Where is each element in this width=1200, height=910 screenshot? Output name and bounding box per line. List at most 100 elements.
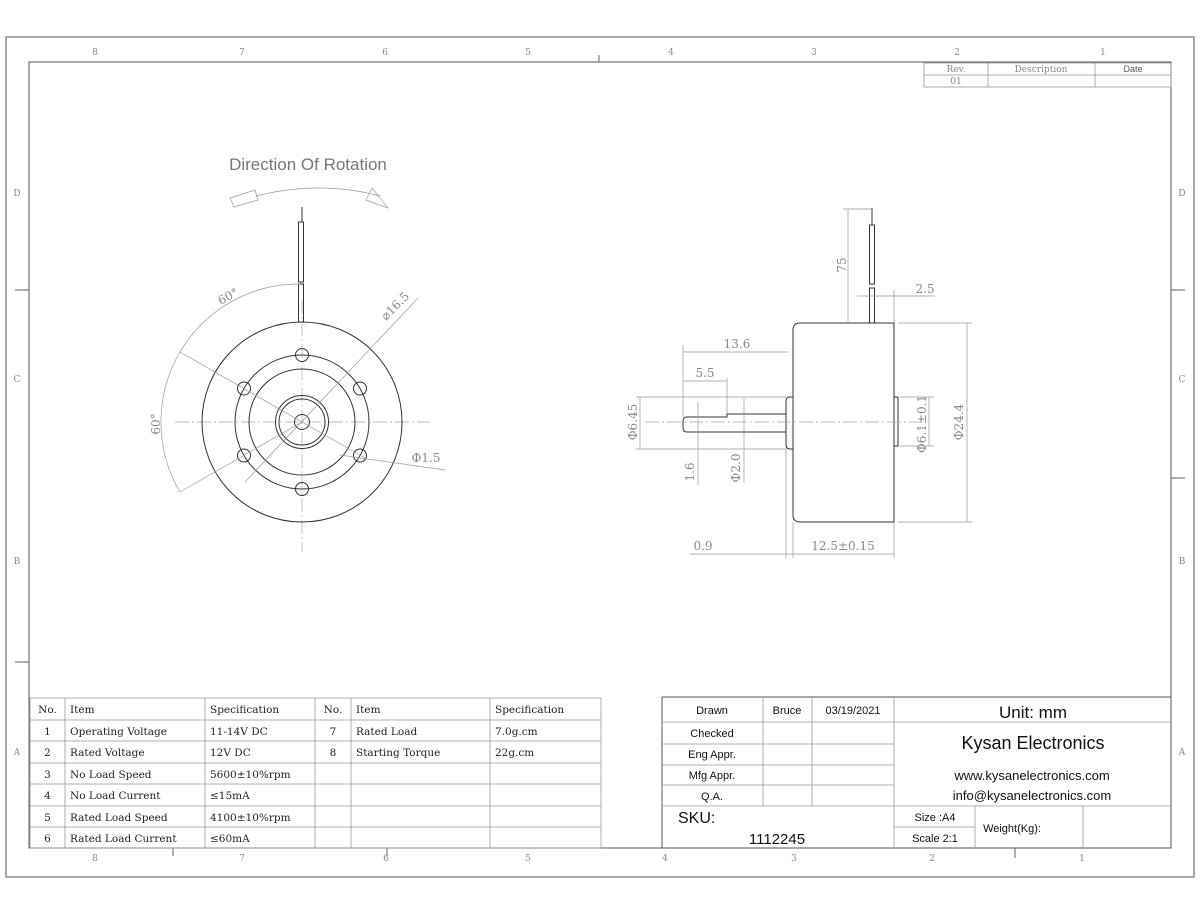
zone-label: A (13, 748, 21, 758)
spec-no: 7 (330, 726, 337, 738)
company-email: info@kysanelectronics.com (953, 788, 1111, 803)
sku-value: 1112245 (749, 831, 805, 848)
spec-item: Rated Load Speed (70, 812, 168, 824)
pcd-label: ⌀16.5 (378, 289, 412, 323)
spec-header: Item (70, 704, 95, 716)
spec-no: 1 (44, 726, 51, 738)
shaft (294, 414, 310, 430)
zone-label: 8 (92, 854, 98, 864)
spec-item: Rated Load (356, 726, 417, 738)
spec-no: 4 (44, 790, 51, 802)
zone-label: D (13, 189, 20, 199)
body-dia-dim: Φ24.4 (952, 403, 966, 440)
rotation-arrow-icon (229, 187, 390, 209)
outer-border (5, 36, 1195, 878)
zone-label: 1 (1079, 854, 1085, 864)
description-header: Description (1015, 65, 1068, 75)
zone-label: 4 (662, 854, 668, 864)
rotation-title: Direction Of Rotation (229, 155, 387, 174)
motor-body-outline (201, 321, 403, 523)
spec-no: 8 (330, 747, 337, 759)
spec-value: ≤15mA (210, 790, 250, 802)
boss-dia-dim: Φ6.45 (626, 404, 640, 441)
lead-length-dim: 75 (835, 257, 849, 272)
zone-label: 6 (383, 854, 389, 864)
zone-label: B (1179, 557, 1186, 567)
spec-item: No Load Current (70, 790, 161, 802)
zone-label: 5 (525, 854, 531, 864)
spec-header: No. (324, 704, 343, 716)
front-view: Direction Of Rotation 6 (149, 155, 446, 552)
zone-label: A (1178, 748, 1186, 758)
checked-label: Checked (690, 728, 733, 740)
qa-label: Q.A. (701, 791, 723, 803)
spec-value: ≤60mA (210, 833, 250, 845)
spec-no: 2 (44, 747, 51, 759)
spec-header: Specification (210, 704, 279, 716)
drawn-label: Drawn (696, 705, 728, 717)
zone-label: C (1179, 375, 1186, 385)
company-name: Kysan Electronics (961, 733, 1104, 753)
spec-header: No. (38, 704, 57, 716)
spec-header: Item (356, 704, 381, 716)
spec-value: 11-14V DC (210, 726, 268, 738)
zone-labels-side: D C B A D C B A (13, 189, 1186, 758)
mfg-appr-label: Mfg Appr. (689, 770, 735, 782)
hole-dia-label: Φ1.5 (412, 451, 441, 465)
lead-offset-dim: 2.5 (915, 282, 934, 296)
spec-item: Rated Load Current (70, 833, 177, 845)
zone-label: 6 (382, 48, 388, 58)
flat-length-dim: 5.5 (695, 366, 714, 380)
spec-value: 7.0g.cm (495, 726, 538, 738)
drawn-date: 03/19/2021 (825, 705, 880, 717)
title-block: Drawn Bruce 03/19/2021 Checked Eng Appr.… (661, 696, 1172, 849)
flat-dim: 1.6 (683, 462, 697, 481)
revision-table: Rev. Description Date 01 (923, 62, 1172, 88)
spec-value: 12V DC (210, 747, 251, 759)
zone-label: D (1178, 189, 1185, 199)
size-label: Size :A4 (915, 812, 956, 824)
weight-label: Weight(Kg): (983, 823, 1041, 835)
rear-boss-dia-dim: Φ6.1±0.1 (915, 395, 929, 453)
spec-no: 6 (44, 833, 51, 845)
zone-label: C (14, 375, 21, 385)
lead-wire (298, 221, 304, 283)
zone-label: 5 (525, 48, 531, 58)
unit-label: Unit: mm (999, 703, 1067, 722)
date-header: Date (1123, 64, 1142, 74)
angle-label: 60° (149, 413, 163, 434)
zone-label: 1 (1100, 48, 1106, 58)
spec-value: 5600±10%rpm (210, 769, 291, 781)
spec-item: Rated Voltage (70, 747, 145, 759)
spec-item: Starting Torque (356, 747, 440, 759)
motor-body-side (792, 322, 895, 523)
rev-header: Rev. (947, 65, 966, 75)
spec-no: 5 (44, 812, 51, 824)
spec-item: No Load Speed (70, 769, 152, 781)
drawn-by: Bruce (773, 705, 802, 717)
scale-label: Scale 2:1 (912, 833, 958, 845)
shaft-dia-dim: Φ2.0 (729, 454, 743, 483)
zone-label: 7 (239, 854, 245, 864)
mounting-holes (237, 348, 367, 496)
zone-ticks (15, 55, 1185, 858)
zone-label: 4 (668, 48, 674, 58)
zone-label: 3 (791, 854, 797, 864)
zone-labels-top: 8 7 6 5 4 3 2 1 (92, 48, 1106, 58)
angle-label: 60° (215, 285, 240, 307)
zone-labels-bottom: 8 7 6 5 4 3 2 1 (92, 854, 1085, 864)
zone-label: 2 (929, 854, 935, 864)
zone-label: 7 (239, 48, 245, 58)
spec-value: 4100±10%rpm (210, 812, 291, 824)
spec-header: Specification (495, 704, 564, 716)
inner-border (28, 61, 1172, 849)
zone-label: 8 (92, 48, 98, 58)
zone-label: 2 (954, 48, 960, 58)
spec-table: No. Item Specification No. Item Specification… (29, 697, 602, 849)
side-view: 75 2.5 13.6 5.5 Φ6.45 1.6 Φ2.0 Φ6.1±0.1 … (626, 208, 972, 558)
spec-value: 22g.cm (495, 747, 534, 759)
eng-appr-label: Eng Appr. (688, 749, 736, 761)
sku-label: SKU: (678, 810, 715, 827)
rev-value: 01 (950, 77, 961, 87)
